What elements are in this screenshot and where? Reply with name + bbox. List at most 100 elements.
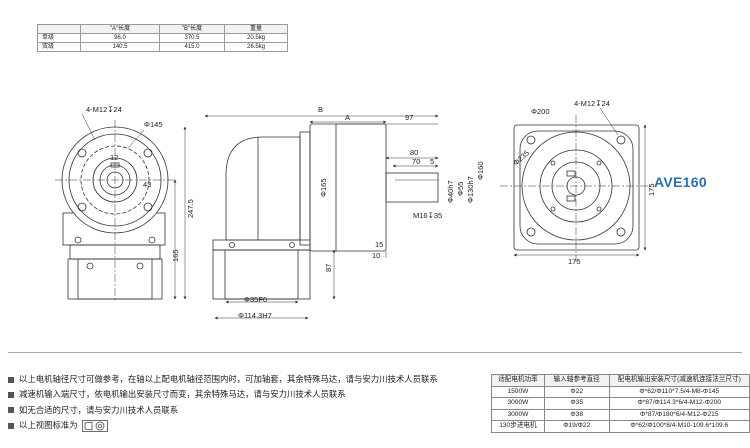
adapter-inner: [77, 258, 153, 300]
bolt-hole: [143, 202, 153, 212]
flange-face: [519, 130, 634, 245]
bolt-hole: [229, 242, 235, 248]
slot: [566, 170, 576, 177]
bolt-hole: [148, 236, 156, 244]
bolt-hole: [77, 148, 87, 158]
dia130-label: Φ130h7: [466, 176, 475, 203]
note-item: 以上视图标准为: [8, 418, 438, 433]
notes: 以上电机轴径尺寸可做参考，在轴以上配电机轴径范围内时，可加轴套，其余特殊马达，请…: [8, 372, 438, 433]
bolt-hole: [86, 262, 94, 270]
note-text: 以上电机轴径尺寸可做参考，在轴以上配电机轴径范围内时，可加轴套，其余特殊马达，请…: [19, 374, 438, 384]
right-angle-housing: [225, 136, 301, 241]
bore-label: Φ35F6: [244, 295, 267, 304]
bullet-icon: [8, 407, 14, 414]
87-label: 87: [324, 264, 333, 272]
motor-row: 3000W Φ35 Φ*87/Φ114.3*6/4-M12-Φ200: [491, 397, 750, 410]
motor-cell: 1500W: [491, 385, 545, 398]
model-name: AVE160: [654, 174, 707, 190]
motor-row: 1500W Φ22 Φ*62/Φ110*7.5/4-M8-Φ145: [491, 385, 750, 398]
motor-flange-side: [212, 239, 311, 251]
motor-cell: Φ*87/Φ114.3*6/4-M12-Φ200: [608, 397, 750, 410]
motor-header: 输入轴参考直径: [543, 374, 610, 387]
square-flange: [513, 124, 640, 251]
dia165-label: Φ165: [319, 179, 328, 198]
bolt-hole: [143, 148, 153, 158]
spigot-label: Φ114.3H7: [238, 311, 272, 320]
lower-height-label: 165: [171, 249, 180, 262]
bolt-hole: [526, 135, 536, 145]
spec-table: "A"长度 "B"长度 重量 单级 96.0 370.5 20.5kg 双级 1…: [37, 24, 288, 52]
note-text: 以上视图标准为: [19, 419, 78, 430]
dia200-label: Φ200: [531, 107, 550, 116]
screw-hole: [596, 160, 602, 166]
projection-symbol-icon: [81, 419, 108, 432]
bolt-hole: [526, 227, 536, 237]
leader-line: [127, 129, 145, 149]
97-label: 97: [405, 113, 413, 122]
thread-label: 4-M12↧24: [86, 105, 122, 114]
screw-hole: [596, 206, 602, 212]
5-label: 5: [430, 157, 434, 166]
motor-header-row: 适配电机功率 输入轴参考直径 配电机输出安装尺寸(减速机连接法兰尺寸): [491, 374, 750, 387]
note-item: 如无合适的尺寸，请与安力川技术人员联系: [8, 403, 438, 418]
motor-table: 适配电机功率 输入轴参考直径 配电机输出安装尺寸(减速机连接法兰尺寸) 1500…: [491, 374, 750, 433]
screw-hole: [550, 206, 556, 212]
motor-row: 3000W Φ38 Φ*87/Φ180*6/4-M12-Φ215: [491, 408, 750, 421]
note-item: 减速机输入端尺寸，依电机输出安装尺寸而变，其余特殊马达，请与安力川技术人员联系: [8, 387, 438, 402]
technical-drawing: 4-M12↧24 Φ145 12 43 247.5 165 B A: [55, 99, 656, 320]
10-label: 10: [372, 251, 380, 260]
height-label: 175: [647, 183, 656, 196]
bolt-hole: [616, 135, 626, 145]
bullet-icon: [8, 376, 14, 383]
width-label: 175: [568, 257, 581, 266]
bolt-hole: [136, 262, 144, 270]
spec-cell: 26.5kg: [224, 42, 288, 52]
divider: [8, 352, 742, 353]
right-view: 4-M12↧24 Φ200 Φ235 175 175: [500, 99, 656, 266]
bolt-hole: [74, 236, 82, 244]
output-shaft-side: [385, 172, 439, 203]
b-label: B: [318, 105, 323, 114]
m16-label: M16↧35: [413, 211, 442, 220]
note-text: 如无合适的尺寸，请与安力川技术人员联系: [19, 404, 179, 415]
note-item: 以上电机轴径尺寸可做参考，在轴以上配电机轴径范围内时，可加轴套，其余特殊马达，请…: [8, 372, 438, 387]
thread-label: 4-M12↧24: [574, 99, 610, 108]
motor-cell: Φ19/Φ22: [543, 420, 610, 433]
adapter-inner-side: [224, 249, 299, 300]
side-view: B A 97 80 70 5 Φ165 Φ40h7 Φ55 Φ130h7 Φ16…: [204, 105, 485, 320]
motor-cell: 130步进电机: [491, 420, 545, 433]
a-label: A: [345, 113, 350, 122]
motor-adapter-side: [212, 249, 311, 300]
15-label: 15: [375, 240, 383, 249]
bolt-hole: [289, 242, 295, 248]
dia160-label: Φ160: [476, 162, 485, 181]
bolt-hole: [77, 202, 87, 212]
spec-row: 双级 140.5 415.0 26.5kg: [37, 42, 288, 52]
shaft-ref-label: 43: [143, 180, 151, 189]
motor-cell: Φ*62/Φ110*7.5/4-M8-Φ145: [608, 385, 750, 398]
slot: [566, 195, 576, 202]
dia40-label: Φ40h7: [446, 180, 455, 203]
motor-cell: Φ*62/Φ100*8/4-M10-109.6*109.6: [608, 420, 750, 433]
bolt-hole: [616, 227, 626, 237]
motor-cell: 3000W: [491, 397, 545, 410]
height-label: 247.5: [186, 199, 195, 218]
motor-header: 配电机输出安装尺寸(减速机连接法兰尺寸): [608, 374, 750, 387]
leader-line: [599, 107, 619, 136]
key-label: 12: [110, 153, 118, 162]
motor-cell: Φ35: [543, 397, 610, 410]
motor-cell: Φ22: [543, 385, 610, 398]
motor-header: 适配电机功率: [491, 374, 545, 387]
output-flange: [299, 131, 311, 246]
bullet-icon: [8, 422, 14, 429]
motor-row: 130步进电机 Φ19/Φ22 Φ*62/Φ100*8/4-M10-109.6*…: [491, 420, 750, 433]
pcd-label: Φ145: [144, 120, 163, 129]
front-view: 4-M12↧24 Φ145 12 43 247.5 165: [55, 105, 195, 300]
screw-hole: [550, 160, 556, 166]
motor-cell: Φ*87/Φ180*6/4-M12-Φ215: [608, 408, 750, 421]
80-label: 80: [410, 148, 418, 157]
leader-line: [81, 113, 96, 141]
70-label: 70: [412, 157, 420, 166]
dia55-label: Φ55: [456, 182, 465, 196]
note-text: 减速机输入端尺寸，依电机输出安装尺寸而变，其余特殊马达，请与安力川技术人员联系: [19, 389, 346, 400]
